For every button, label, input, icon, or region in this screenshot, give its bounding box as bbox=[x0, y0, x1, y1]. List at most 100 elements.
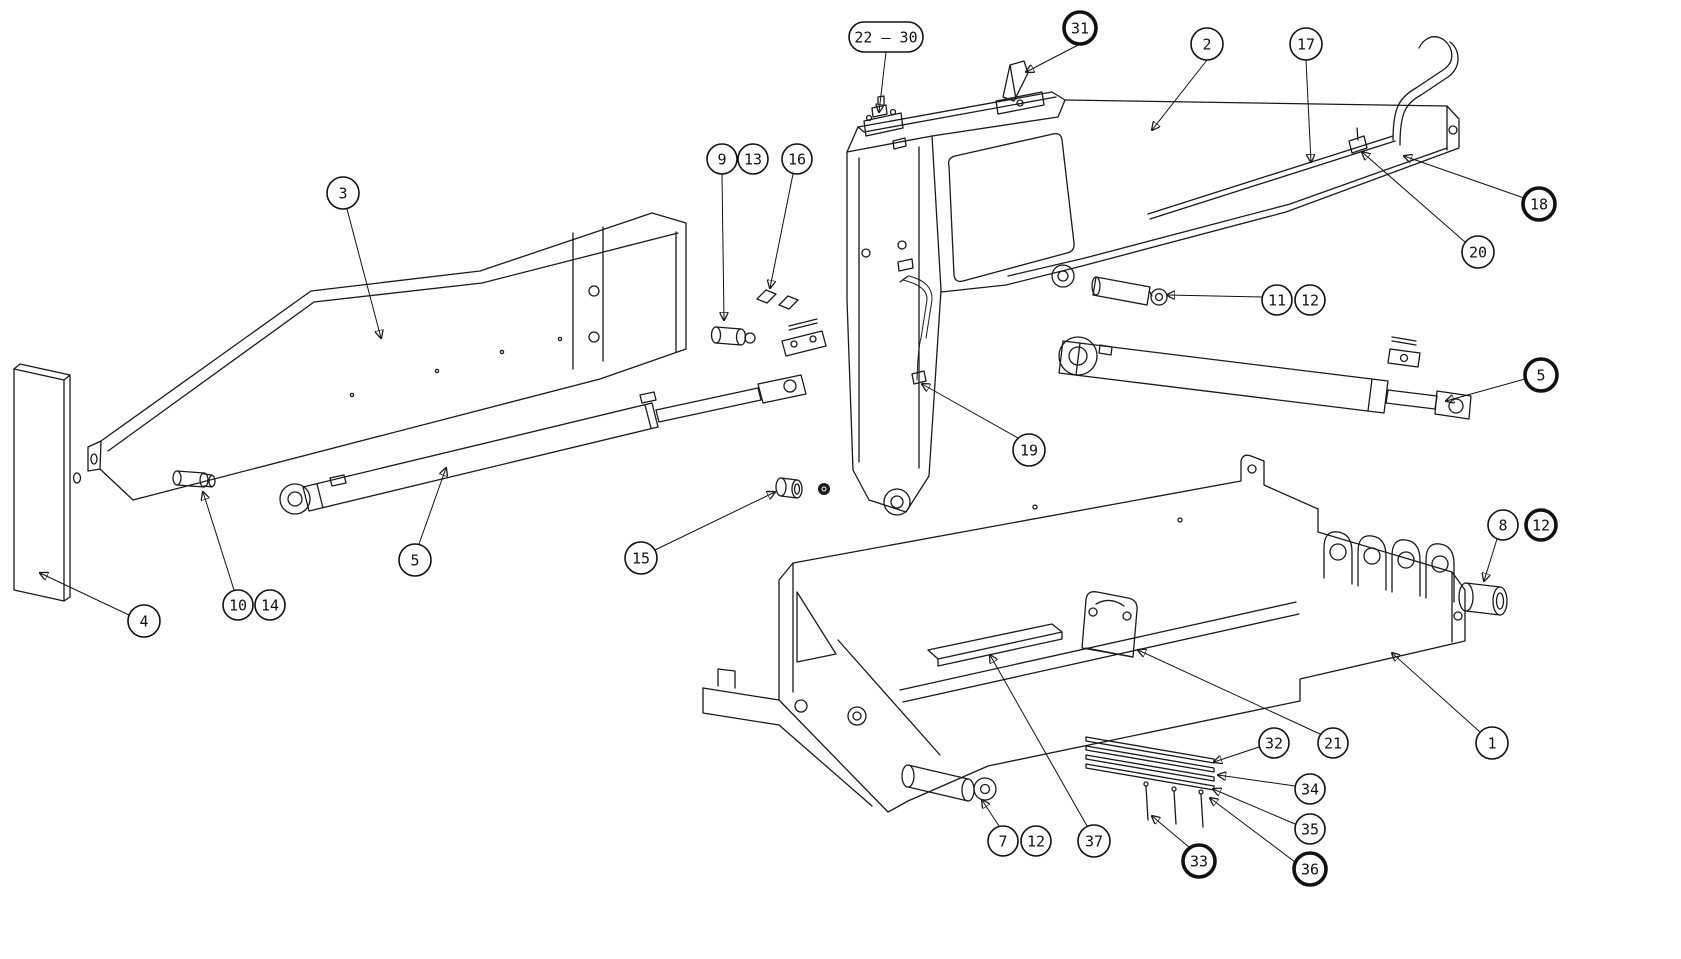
callout-4-18[interactable]: 4 bbox=[40, 573, 161, 638]
callout-balloon bbox=[1317, 727, 1349, 759]
callout-balloon bbox=[848, 21, 924, 53]
callout-2-2[interactable]: 2 bbox=[1152, 27, 1224, 130]
bushing-right bbox=[1458, 582, 1508, 616]
callout-label: 15 bbox=[632, 549, 650, 567]
leader-line bbox=[1362, 152, 1466, 243]
leader-line bbox=[922, 384, 1019, 439]
callout-8-19[interactable]: 8 bbox=[1484, 509, 1519, 581]
leader-line bbox=[1305, 59, 1311, 162]
callout-9-6[interactable]: 9 bbox=[706, 143, 738, 320]
callout-balloon bbox=[222, 589, 254, 621]
callout-label: 33 bbox=[1190, 852, 1208, 870]
rod-end-clamp bbox=[781, 318, 827, 357]
leader-line bbox=[1404, 156, 1525, 199]
callout-16-8[interactable]: 16 bbox=[770, 143, 813, 288]
callout-balloon bbox=[1020, 825, 1052, 857]
subframe bbox=[702, 454, 1466, 813]
callout-label: 14 bbox=[261, 596, 279, 614]
valve-assembly bbox=[863, 95, 904, 137]
callout-balloon bbox=[1012, 433, 1046, 467]
callout-12-11[interactable]: 12 bbox=[1294, 284, 1326, 316]
callout-balloon bbox=[1521, 186, 1557, 222]
callout-5-12[interactable]: 5 bbox=[1446, 357, 1559, 401]
leader-line bbox=[1026, 43, 1081, 72]
callout-label: 5 bbox=[410, 551, 419, 569]
callout-31-1[interactable]: 31 bbox=[1026, 10, 1098, 72]
callout-label: 35 bbox=[1301, 820, 1319, 838]
callout-label: 21 bbox=[1324, 734, 1342, 752]
callout-37-30[interactable]: 37 bbox=[990, 655, 1111, 858]
callout-balloon bbox=[1523, 357, 1559, 393]
callout-3-9[interactable]: 3 bbox=[326, 176, 381, 338]
leader-line bbox=[418, 468, 446, 545]
callout-label: 19 bbox=[1020, 441, 1038, 459]
callout-12-29[interactable]: 12 bbox=[1020, 825, 1052, 857]
callout-14-17[interactable]: 14 bbox=[254, 589, 286, 621]
callout-label: 7 bbox=[998, 832, 1007, 850]
callout-10-16[interactable]: 10 bbox=[203, 492, 254, 621]
boom-arm-right bbox=[940, 99, 1460, 293]
callout-balloon bbox=[781, 143, 813, 175]
lift-cylinder-left bbox=[279, 374, 807, 515]
callout-balloon bbox=[1261, 284, 1293, 316]
callout-balloon bbox=[398, 543, 432, 577]
callout-11-10[interactable]: 11 bbox=[1167, 284, 1293, 316]
callout-balloon bbox=[1475, 726, 1509, 760]
callout-label: 2 bbox=[1202, 35, 1211, 53]
callout-12-20[interactable]: 12 bbox=[1524, 508, 1558, 542]
callout-balloon bbox=[1487, 509, 1519, 541]
callout-balloon bbox=[1524, 508, 1558, 542]
callout-21-22[interactable]: 21 bbox=[1138, 650, 1349, 759]
mast-tower bbox=[846, 91, 1066, 516]
callout-balloon bbox=[987, 825, 1019, 857]
callout-label: 20 bbox=[1469, 243, 1487, 261]
callout-33-27[interactable]: 33 bbox=[1152, 816, 1217, 879]
cylinder-small bbox=[1091, 276, 1168, 306]
callout-label: 12 bbox=[1027, 832, 1045, 850]
callout-balloon bbox=[737, 143, 769, 175]
leader-line bbox=[1213, 789, 1296, 825]
callout-balloon bbox=[326, 176, 360, 210]
leader-line bbox=[879, 51, 887, 112]
callout-balloon bbox=[1461, 235, 1495, 269]
callout-32-21[interactable]: 32 bbox=[1214, 727, 1290, 762]
leader-line bbox=[1218, 775, 1296, 787]
callout-34-24[interactable]: 34 bbox=[1218, 774, 1326, 805]
retainer-clips bbox=[756, 289, 799, 310]
pivot-pin-left bbox=[172, 470, 216, 488]
callout-5-15[interactable]: 5 bbox=[398, 468, 446, 577]
lower-pin bbox=[901, 764, 997, 802]
callout-13-7[interactable]: 13 bbox=[737, 143, 769, 175]
callout-balloon bbox=[1077, 824, 1111, 858]
callout-label: 9 bbox=[717, 150, 726, 168]
center-bracket bbox=[1081, 591, 1138, 658]
callout-balloon bbox=[1190, 27, 1224, 61]
callout-18-4[interactable]: 18 bbox=[1404, 156, 1557, 222]
leader-line bbox=[1446, 378, 1526, 401]
callout-35-25[interactable]: 35 bbox=[1213, 789, 1326, 845]
callout-19-13[interactable]: 19 bbox=[922, 384, 1046, 467]
callout-label: 10 bbox=[229, 596, 247, 614]
callout-15-14[interactable]: 15 bbox=[624, 492, 775, 575]
callout-17-3[interactable]: 17 bbox=[1289, 27, 1323, 162]
leader-line bbox=[1167, 295, 1263, 297]
bushing-mid bbox=[775, 477, 830, 499]
hydraulic-lines bbox=[899, 275, 933, 385]
callout-balloon bbox=[1258, 727, 1290, 759]
leader-line bbox=[203, 492, 235, 591]
callout-label: 8 bbox=[1498, 516, 1507, 534]
callout-label: 5 bbox=[1536, 366, 1545, 384]
callout-36-26[interactable]: 36 bbox=[1210, 798, 1328, 887]
leader-line bbox=[346, 208, 381, 338]
hook-assembly bbox=[1147, 36, 1459, 220]
callout-22-30-0[interactable]: 22 – 30 bbox=[848, 21, 924, 112]
callout-7-28[interactable]: 7 bbox=[982, 800, 1019, 857]
callout-label: 22 – 30 bbox=[854, 28, 917, 46]
callout-balloon bbox=[706, 143, 738, 175]
callout-balloon bbox=[1294, 284, 1326, 316]
callout-20-5[interactable]: 20 bbox=[1362, 152, 1495, 269]
callout-1-23[interactable]: 1 bbox=[1392, 653, 1509, 760]
leader-line bbox=[722, 173, 724, 320]
callout-balloon bbox=[1062, 10, 1098, 46]
callout-label: 31 bbox=[1071, 19, 1089, 37]
